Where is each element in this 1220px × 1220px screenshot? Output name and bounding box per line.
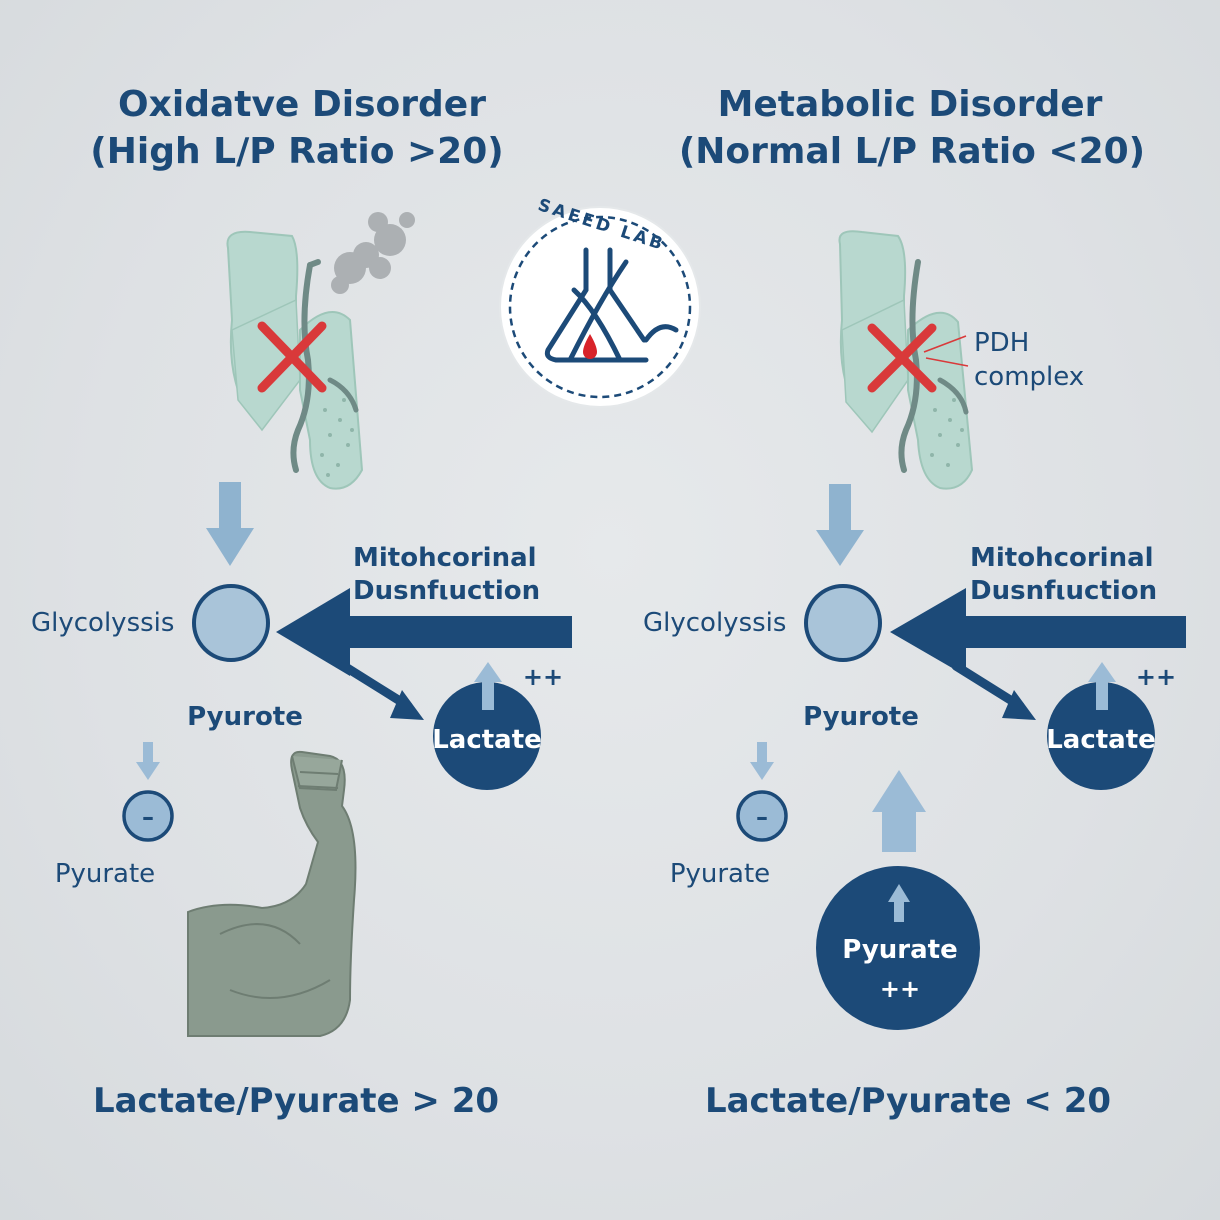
right-big-up-arrow	[872, 770, 926, 852]
right-mito-label-2: Dusnfιuction	[970, 576, 1157, 606]
mitochondrion-icon	[838, 230, 974, 490]
left-lactate-up-arrow	[474, 662, 502, 710]
left-small-down-arrow	[136, 742, 160, 780]
cross-icon	[257, 321, 327, 393]
pdh-label-2: complex	[974, 362, 1084, 392]
left-pyurate-label: Pyurate	[55, 859, 155, 889]
flask-helix-icon	[544, 247, 679, 363]
left-lactate-label: Lactate	[432, 725, 542, 755]
cross-icon	[867, 323, 937, 393]
right-glycolysis-label: Glycolyssis	[643, 608, 786, 638]
left-minus-label: –	[142, 803, 154, 831]
right-diagonal-arrow-head	[1002, 690, 1036, 720]
right-pyurate-big-up-arrow	[888, 884, 910, 922]
mitochondrion-icon	[226, 230, 364, 490]
left-panel: Oxidatve Disorder (High L/P Ratio >20)	[31, 84, 572, 1121]
left-big-arrow	[276, 588, 572, 676]
smoke-icon	[331, 212, 415, 294]
left-diagonal-arrow-head	[390, 690, 424, 720]
left-ratio-label: Lactate/Pyurate > 20	[93, 1081, 499, 1121]
right-pyurate-big-node	[816, 866, 980, 1030]
right-glycolysis-node	[804, 584, 882, 662]
right-pyrote-label: Pyurote	[803, 702, 919, 732]
right-title-line2: (Normal L/P Ratio <20)	[679, 131, 1145, 172]
right-minus-node	[736, 790, 788, 842]
left-lactate-node	[433, 682, 541, 790]
left-glycolysis-node	[192, 584, 270, 662]
pdh-label-1: PDH	[974, 328, 1029, 358]
left-glycolysis-label: Glycolyssis	[31, 608, 174, 638]
right-pyurate-big-label: Pyurate	[842, 935, 957, 965]
left-plus-label: ++	[523, 663, 563, 691]
pdh-pointer-lines	[923, 335, 969, 367]
left-mito-label-2: Dusnfιuction	[353, 576, 540, 606]
right-lactate-up-arrow	[1088, 662, 1116, 710]
right-plus-label: ++	[1136, 663, 1176, 691]
right-small-down-arrow	[750, 742, 774, 780]
right-big-arrow	[890, 588, 1186, 676]
right-title-line1: Metabolic Disorder	[718, 84, 1103, 125]
right-lactate-node	[1047, 682, 1155, 790]
right-diagonal-arrow-shaft	[951, 661, 1025, 711]
right-panel: Metabolic Disorder (Normal L/P Ratio <20…	[643, 84, 1186, 1121]
left-title-line1: Oxidatve Disorder	[118, 84, 486, 125]
right-mito-label-1: Mitohcorinal	[970, 543, 1154, 573]
right-pyurate-label: Pyurate	[670, 859, 770, 889]
saeed-lab-logo: SAEED LAB	[499, 195, 701, 408]
right-ratio-label: Lactate/Pyurate < 20	[705, 1081, 1111, 1121]
left-mito-label-1: Mitohcorinal	[353, 543, 537, 573]
flexed-arm-icon	[187, 750, 357, 1037]
left-diagonal-arrow-shaft	[339, 661, 413, 711]
right-lactate-label: Lactate	[1046, 725, 1156, 755]
blood-drop-icon	[583, 334, 597, 359]
left-pyrote-label: Pyurote	[187, 702, 303, 732]
left-title-line2: (High L/P Ratio >20)	[90, 131, 503, 172]
down-arrow-glycolysis	[816, 484, 864, 566]
down-arrow-glycolysis	[206, 482, 254, 566]
left-minus-node	[122, 790, 174, 842]
right-minus-label: –	[756, 803, 768, 831]
right-pyurate-big-plus: ++	[880, 975, 920, 1003]
